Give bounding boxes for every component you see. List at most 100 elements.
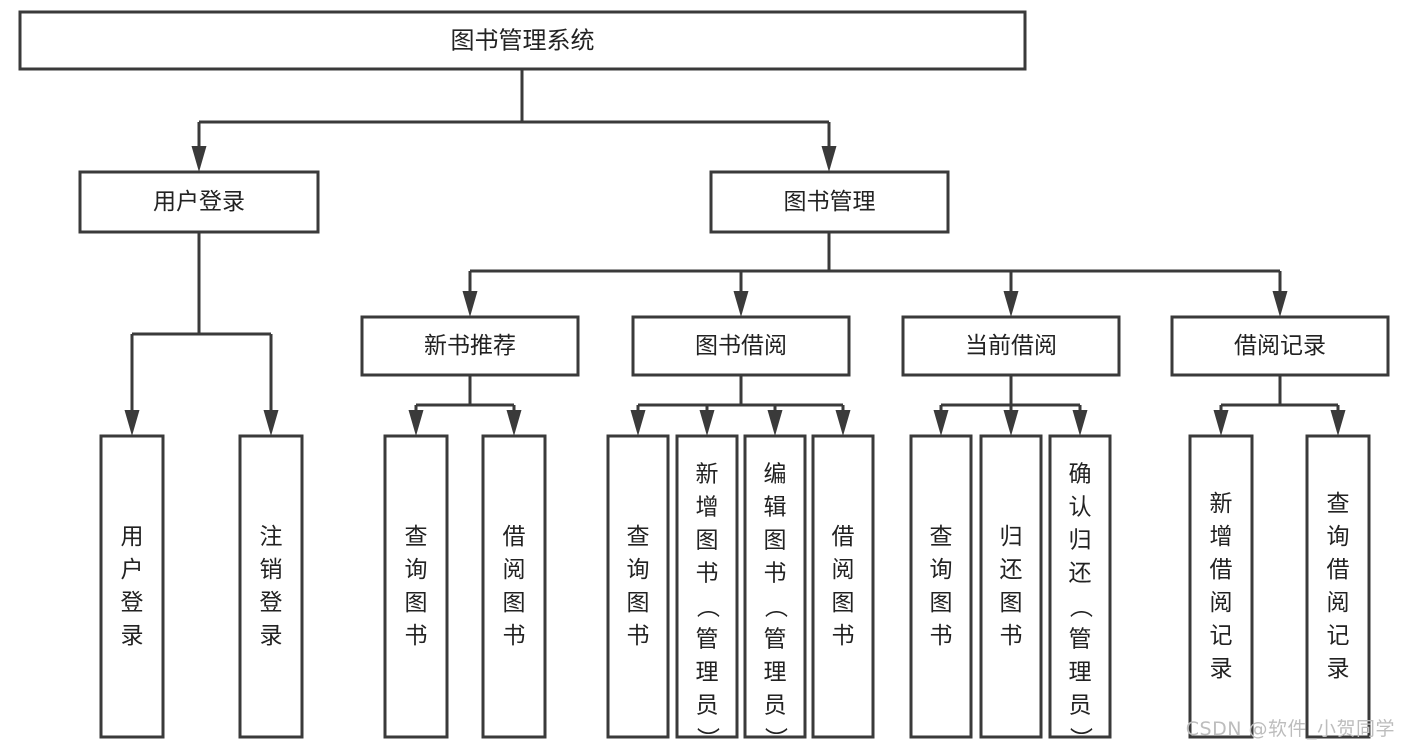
node-root[interactable]: 图书管理系统 [18,10,1027,71]
node-label-leaf-borrow-book: 图 [832,590,855,616]
node-label-leaf-query-borrow-record: 记 [1327,623,1350,649]
node-label-leaf-add-book-admin: ） [694,727,720,747]
node-label-leaf-confirm-return-admin: （ [1067,595,1093,618]
borrow-record-to-leaf-add-borrow-record-arrowhead [1213,410,1229,436]
node-book-borrow[interactable]: 图书借阅 [631,315,851,377]
node-label-leaf-query-book-borrow: 查 [627,524,650,550]
csdn-watermark: CSDN @软件_小贺同学 [1185,718,1395,740]
node-box-leaf-edit-book-admin [743,434,807,739]
node-label-leaf-edit-book-admin: 理 [764,660,787,686]
node-label-leaf-add-borrow-record: 记 [1210,623,1233,649]
root-to-book-management-arrowhead [821,146,837,172]
node-new-book-recommend[interactable]: 新书推荐 [360,315,580,377]
node-label-leaf-add-book-admin: 图 [696,528,719,554]
node-label-leaf-edit-book-admin: 图 [764,528,787,554]
node-label-leaf-logout: 注 [260,524,283,550]
node-current-borrow[interactable]: 当前借阅 [901,315,1121,377]
node-label-leaf-query-book-borrow: 图 [627,590,650,616]
node-label-leaf-add-book-admin: 新 [696,462,719,488]
node-label-leaf-add-borrow-record: 录 [1210,656,1233,682]
node-label-leaf-add-borrow-record: 增 [1210,524,1233,550]
node-box-user-login [78,170,320,234]
node-label-borrow-record: 借阅记录 [1234,333,1326,359]
root-to-user-login-arrowhead [191,146,207,172]
node-label-leaf-logout: 销 [260,557,283,583]
node-label-leaf-logout: 登 [260,590,283,616]
node-box-leaf-add-borrow-record [1188,434,1254,739]
node-box-book-borrow [631,315,851,377]
node-label-leaf-confirm-return-admin: 管 [1069,627,1092,653]
borrow-record-to-leaf-query-borrow-record-arrowhead [1330,410,1346,436]
node-label-user-login: 用户登录 [153,189,245,215]
node-label-leaf-add-borrow-record: 借 [1210,557,1233,583]
new-book-recommend-to-leaf-query-book-recommend-arrowhead [408,410,424,436]
node-label-leaf-add-borrow-record: 新 [1210,491,1233,517]
book-borrow-to-leaf-add-book-admin-arrowhead [699,410,715,436]
node-label-leaf-confirm-return-admin: 还 [1069,561,1092,587]
node-label-leaf-return-book: 书 [1000,623,1023,649]
book-mgmt-to-new-book-recommend-arrowhead [462,291,478,317]
node-label-leaf-confirm-return-admin: ） [1067,727,1093,747]
user-login-to-leaf-user-login-arrowhead [124,410,140,436]
node-label-leaf-borrow-book-recommend: 图 [503,590,526,616]
node-label-leaf-return-book: 图 [1000,590,1023,616]
node-label-leaf-user-login: 登 [121,590,144,616]
node-label-leaf-query-book-current: 图 [930,590,953,616]
node-label-leaf-borrow-book: 书 [832,623,855,649]
node-box-book-management [709,170,950,234]
node-box-leaf-confirm-return-admin [1048,434,1112,739]
node-label-leaf-edit-book-admin: 员 [764,693,787,719]
current-borrow-to-leaf-query-book-current-arrowhead [933,410,949,436]
node-label-book-borrow: 图书借阅 [695,333,787,359]
book-mgmt-to-borrow-record-arrowhead [1272,291,1288,317]
node-label-leaf-add-borrow-record: 阅 [1210,590,1233,616]
node-leaf-user-login[interactable]: 用户登录 [99,434,165,739]
new-book-recommend-to-leaf-borrow-book-recommend-arrowhead [506,410,522,436]
node-label-leaf-borrow-book-recommend: 书 [503,623,526,649]
node-label-current-borrow: 当前借阅 [965,333,1057,359]
node-label-leaf-query-book-borrow: 询 [627,557,650,583]
book-mgmt-to-current-borrow-arrowhead [1003,291,1019,317]
node-label-leaf-edit-book-admin: 辑 [764,495,787,521]
node-borrow-record[interactable]: 借阅记录 [1170,315,1390,377]
book-borrow-to-leaf-borrow-book-arrowhead [835,410,851,436]
node-label-leaf-add-book-admin: 书 [696,561,719,587]
node-label-leaf-edit-book-admin: 管 [764,627,787,653]
node-label-leaf-query-borrow-record: 借 [1327,557,1350,583]
node-label-leaf-query-book-borrow: 书 [627,623,650,649]
node-label-book-management: 图书管理 [784,189,876,215]
node-label-leaf-edit-book-admin: 书 [764,561,787,587]
node-box-leaf-return-book [979,434,1043,739]
node-label-leaf-edit-book-admin: （ [762,595,788,618]
node-label-new-book-recommend: 新书推荐 [424,333,516,359]
connector-layer [124,69,1346,436]
node-label-leaf-user-login: 录 [121,623,144,649]
node-label-leaf-confirm-return-admin: 确 [1069,462,1092,488]
node-book-management[interactable]: 图书管理 [709,170,950,234]
node-box-leaf-borrow-book [811,434,875,739]
node-label-leaf-user-login: 用 [121,524,144,550]
book-mgmt-to-book-borrow-arrowhead [733,291,749,317]
current-borrow-to-leaf-confirm-return-admin-arrowhead [1072,410,1088,436]
node-box-root [18,10,1027,71]
node-label-leaf-add-book-admin: 增 [696,495,719,521]
node-label-leaf-confirm-return-admin: 认 [1069,495,1092,521]
node-user-login[interactable]: 用户登录 [78,170,320,234]
node-box-leaf-query-book-recommend [383,434,449,739]
node-label-leaf-edit-book-admin: 编 [764,462,787,488]
user-login-to-leaf-logout-arrowhead [263,410,279,436]
node-label-leaf-borrow-book-recommend: 阅 [503,557,526,583]
node-label-leaf-confirm-return-admin: 员 [1069,693,1092,719]
